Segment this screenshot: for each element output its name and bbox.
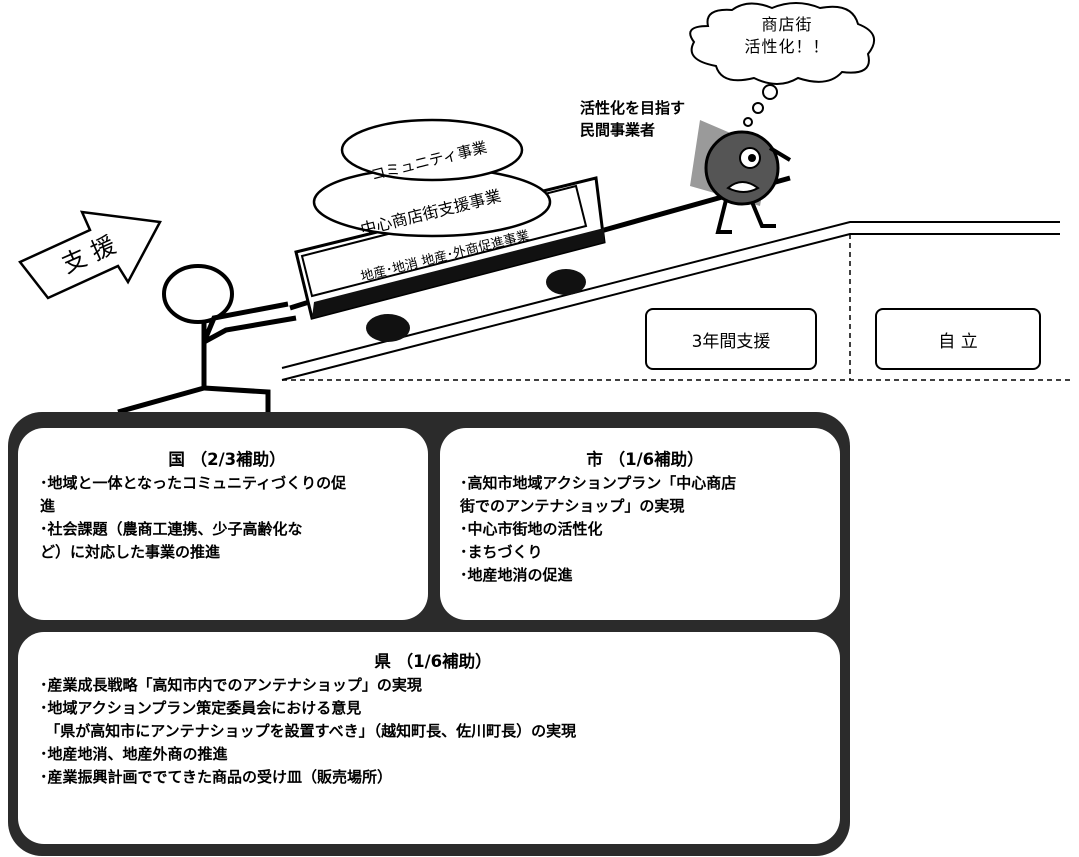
country-list: ･地域と一体となったコミュニティづくりの促 進 ･社会課題（農商工連携、少子高齢… — [40, 472, 414, 564]
prefecture-card: 県 （1/6補助） ･産業成長戦略「高知市内でのアンテナショップ」の実現 ･地域… — [18, 632, 840, 844]
stick-figure — [117, 264, 297, 415]
cart-tier-middle: 中心商店街支援事業 — [312, 166, 552, 239]
list-item: ･高知市地域アクションプラン「中心商店 街でのアンテナショップ」の実現 — [460, 474, 737, 515]
list-item: ･地産地消の促進 — [460, 566, 573, 584]
city-card: 市 （1/6補助） ･高知市地域アクションプラン「中心商店 街でのアンテナショッ… — [440, 428, 840, 620]
entrepreneur-character — [690, 120, 792, 234]
thought-bubble — [689, 2, 876, 127]
independence-label: 自 立 — [938, 331, 978, 352]
thought-bubble-text: 商店街 活性化！！ — [692, 14, 882, 58]
list-item: ･地域と一体となったコミュニティづくりの促 進 — [40, 474, 347, 515]
thought-line-1: 商店街 — [761, 15, 813, 34]
list-item: ･地産地消、地産外商の推進 — [40, 745, 228, 763]
list-item: ･産業成長戦略「高知市内でのアンテナショップ」の実現 — [40, 676, 422, 694]
entrepreneur-label-line-2: 民間事業者 — [580, 121, 656, 139]
three-year-support-box: 3年間支援 — [645, 308, 817, 370]
entrepreneur-label-line-1: 活性化を目指す — [580, 99, 686, 117]
prefecture-list: ･産業成長戦略「高知市内でのアンテナショップ」の実現 ･地域アクションプラン策定… — [40, 674, 826, 789]
list-item: ･産業振興計画ででてきた商品の受け皿（販売場所） — [40, 768, 393, 786]
support-arrow: 支 援 — [18, 210, 162, 300]
list-item: ･社会課題（農商工連携、少子高齢化な ど）に対応した事業の推進 — [40, 520, 303, 561]
city-title: 市 （1/6補助） — [586, 450, 704, 469]
prefecture-title: 県 （1/6補助） — [374, 652, 492, 671]
ground-dashed-lines — [282, 234, 1070, 381]
city-list: ･高知市地域アクションプラン「中心商店 街でのアンテナショップ」の実現 ･中心市… — [460, 472, 830, 587]
cart-tier-top: コミュニティ事業 — [340, 118, 524, 184]
cart: 商店街活性化 地産･地消 地産･外商促進事業 中心商店街支援事業 コミュニティ事… — [294, 118, 606, 342]
list-item: ･中心市街地の活性化 — [460, 520, 603, 538]
country-title: 国 （2/3補助） — [168, 450, 286, 469]
cart-wheels — [366, 269, 586, 342]
list-item: ･まちづくり — [460, 543, 543, 561]
independence-box: 自 立 — [875, 308, 1041, 370]
list-item: ･地域アクションプラン策定委員会における意見 「県が高知市にアンテナショップを設… — [40, 699, 577, 740]
entrepreneur-label: 活性化を目指す 民間事業者 — [580, 97, 685, 141]
thought-line-2: 活性化！！ — [744, 37, 830, 56]
country-card: 国 （2/3補助） ･地域と一体となったコミュニティづくりの促 進 ･社会課題（… — [18, 428, 428, 620]
three-year-support-label: 3年間支援 — [691, 331, 771, 352]
